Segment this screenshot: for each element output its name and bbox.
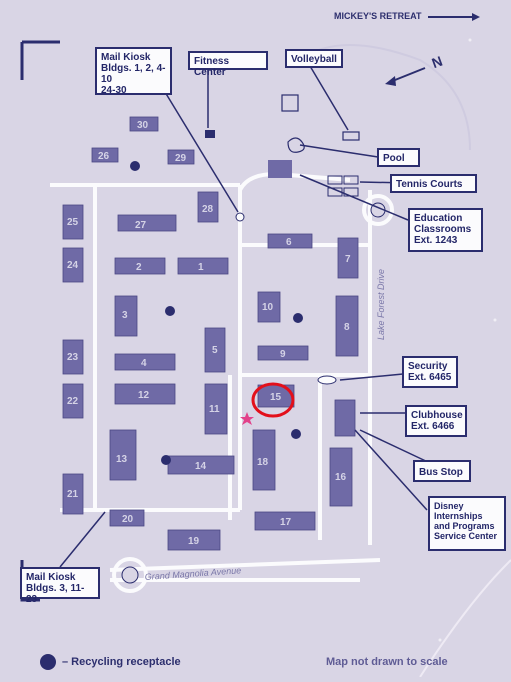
building-6 <box>267 233 313 249</box>
label-disney-internships: Disney Internships and Programs Service … <box>428 496 506 551</box>
building-24 <box>62 247 84 283</box>
building-number: 27 <box>135 220 147 231</box>
building-7 <box>337 237 359 279</box>
building-number: 14 <box>195 461 207 472</box>
clubhouse-building <box>334 399 356 437</box>
building-number: 28 <box>202 204 214 215</box>
label-clubhouse: Clubhouse Ext. 6466 <box>405 405 467 437</box>
building-29 <box>167 149 195 165</box>
building-17 <box>254 511 316 531</box>
building-number: 16 <box>335 472 347 483</box>
scale-note: Map not drawn to scale <box>326 656 448 668</box>
label-mail-kiosk-top: Mail Kiosk Bldgs. 1, 2, 4-10 24-30 <box>95 47 172 96</box>
building-number: 21 <box>67 489 79 500</box>
building-number: 23 <box>67 352 79 363</box>
security-gate <box>317 375 337 385</box>
building-number: 29 <box>175 153 187 164</box>
recycling-icon <box>40 654 56 670</box>
mickeys-retreat-label: MICKEY'S RETREAT <box>334 11 422 21</box>
label-fitness-center: Fitness Center <box>188 51 268 78</box>
building-number: 8 <box>344 322 350 333</box>
pool-shape <box>287 137 305 153</box>
label-mail-kiosk-bottom: Mail Kiosk Bldgs. 3, 11-23 <box>20 567 100 605</box>
building-12 <box>114 383 176 405</box>
volleyball-court <box>281 94 299 112</box>
mail-kiosk-marker <box>235 212 245 222</box>
label-bus-stop: Bus Stop <box>413 460 471 482</box>
recycling-icon <box>291 429 301 439</box>
building-number: 19 <box>188 536 200 547</box>
building-28 <box>197 191 219 223</box>
building-18 <box>252 429 276 491</box>
recycling-icon <box>161 455 171 465</box>
building-number: 22 <box>67 396 79 407</box>
building-16 <box>329 447 353 507</box>
building-number: 24 <box>67 260 79 271</box>
building-number: 2 <box>136 262 142 273</box>
building-30 <box>129 116 159 132</box>
recycling-icons <box>130 161 303 465</box>
pointer-lines <box>59 65 431 568</box>
building-14 <box>167 455 235 475</box>
building-number: 26 <box>98 151 110 162</box>
building-number: 13 <box>116 454 128 465</box>
star-icon <box>240 412 254 425</box>
building-11 <box>204 383 228 435</box>
building-number: 5 <box>212 345 218 356</box>
buildings <box>62 116 359 551</box>
highlight-circle <box>251 382 295 418</box>
building-9 <box>257 345 309 361</box>
building-number: 18 <box>257 457 269 468</box>
label-education-classrooms: Education Classrooms Ext. 1243 <box>408 208 483 252</box>
recycling-icon <box>293 313 303 323</box>
building-number: 11 <box>209 404 220 415</box>
building-8 <box>335 295 359 357</box>
label-volleyball: Volleyball <box>285 49 343 68</box>
compass-north-icon <box>385 67 426 86</box>
building-number: 3 <box>122 310 128 321</box>
label-tennis-courts: Tennis Courts <box>390 174 477 193</box>
street-lake-forest-drive: Lake Forest Drive <box>376 269 386 340</box>
volleyball-marker <box>342 131 360 141</box>
building-number: 20 <box>122 514 134 525</box>
building-20 <box>109 509 145 527</box>
building-25 <box>62 204 84 240</box>
building-21 <box>62 473 84 515</box>
building-number: 12 <box>138 390 150 401</box>
building-number: 30 <box>137 120 149 131</box>
building-22 <box>62 383 84 419</box>
building-number: 17 <box>280 517 292 528</box>
label-security: Security Ext. 6465 <box>402 356 458 388</box>
fitness-center-marker <box>205 130 215 138</box>
building-19 <box>167 529 221 551</box>
building-number: 7 <box>345 254 351 265</box>
building-number: 10 <box>262 302 274 313</box>
building-13 <box>109 429 137 481</box>
building-number: 25 <box>67 217 79 228</box>
building-number: 6 <box>286 237 292 248</box>
roadway-curve <box>299 44 471 151</box>
traffic-circle <box>112 557 148 593</box>
building-5 <box>204 327 226 373</box>
building-26 <box>91 147 119 163</box>
recycling-icon <box>130 161 140 171</box>
building-numbers: 30 26 29 28 27 25 24 2 1 6 7 3 10 8 23 4… <box>67 120 351 547</box>
building-number: 4 <box>141 358 147 369</box>
building-23 <box>62 339 84 375</box>
building-10 <box>257 291 281 323</box>
building-1 <box>177 257 229 275</box>
legend-recycling-text: – Recycling receptacle <box>62 656 181 668</box>
education-building <box>268 160 292 178</box>
building-3 <box>114 295 138 337</box>
building-number: 15 <box>270 392 282 403</box>
label-pool: Pool <box>377 148 420 167</box>
building-number: 1 <box>198 262 204 273</box>
building-2 <box>114 257 166 275</box>
recycling-icon <box>165 306 175 316</box>
building-number: 9 <box>280 349 286 360</box>
building-4 <box>114 353 176 371</box>
building-27 <box>117 214 177 232</box>
